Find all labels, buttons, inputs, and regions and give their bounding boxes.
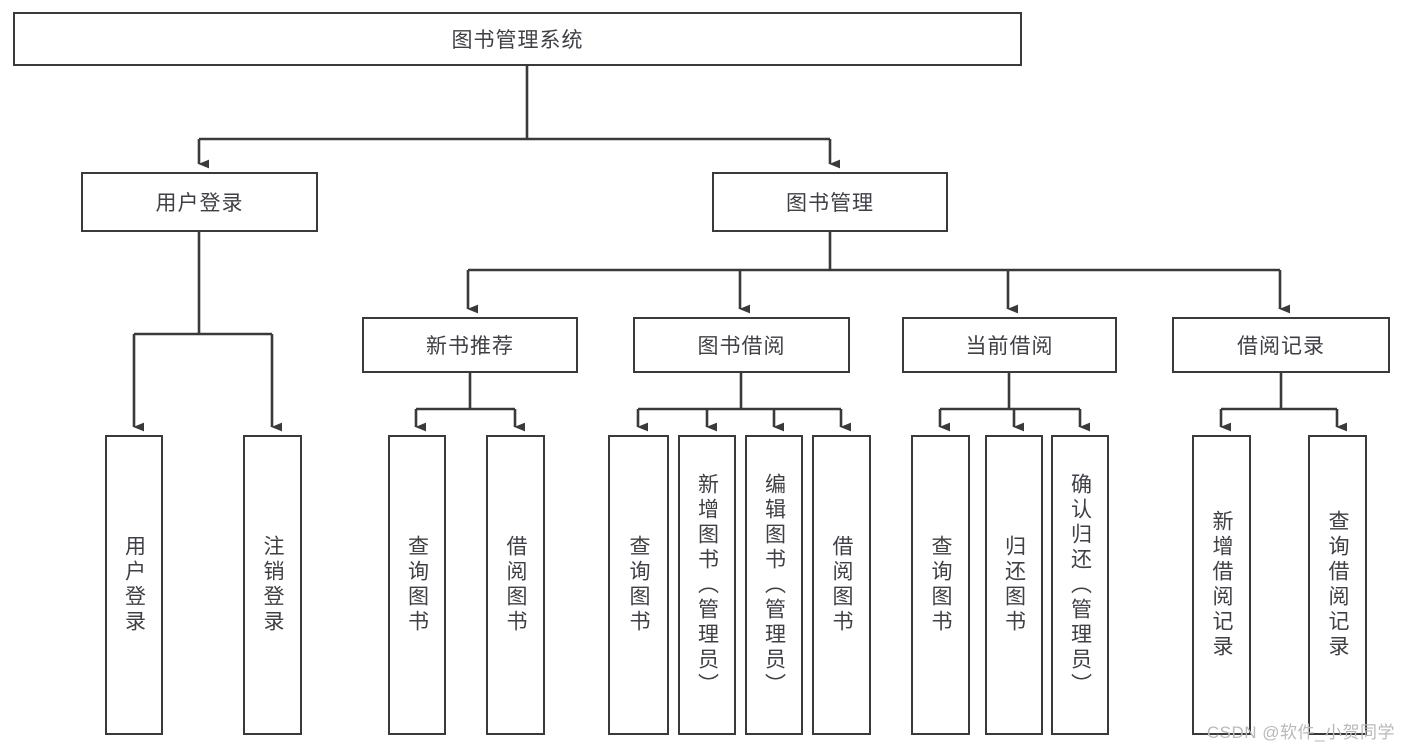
leaf-confirm-return-label: 确认归还（管理员） [1068, 472, 1092, 698]
leaf-user-logout[interactable]: 注销登录 [243, 435, 302, 735]
leaf-add-borrow-record-label: 新增借阅记录 [1210, 510, 1233, 660]
watermark-text: CSDN @软件_小贺同学 [1206, 723, 1395, 742]
node-root-label: 图书管理系统 [451, 29, 584, 52]
node-user-login-label: 用户登录 [155, 192, 244, 215]
node-borrow-record-label: 借阅记录 [1237, 335, 1325, 358]
node-book-borrow[interactable]: 图书借阅 [633, 317, 850, 373]
node-root[interactable]: 图书管理系统 [13, 12, 1022, 66]
leaf-query-borrow-record-label: 查询借阅记录 [1326, 510, 1349, 660]
node-book-manage[interactable]: 图书管理 [712, 172, 948, 232]
leaf-confirm-return[interactable]: 确认归还（管理员） [1051, 435, 1109, 735]
leaf-query-book-borrow-label: 查询图书 [627, 535, 650, 635]
leaf-add-book[interactable]: 新增图书（管理员） [678, 435, 736, 735]
leaf-borrow-book[interactable]: 借阅图书 [812, 435, 871, 735]
leaf-query-borrow-record[interactable]: 查询借阅记录 [1308, 435, 1367, 735]
leaf-edit-book-label: 编辑图书（管理员） [762, 472, 786, 698]
leaf-add-book-label: 新增图书（管理员） [695, 472, 719, 698]
leaf-query-book-recommend-label: 查询图书 [405, 535, 429, 635]
leaf-query-book-borrow[interactable]: 查询图书 [608, 435, 669, 735]
leaf-borrow-book-recommend-label: 借阅图书 [504, 535, 527, 635]
leaf-add-borrow-record[interactable]: 新增借阅记录 [1192, 435, 1251, 735]
leaf-return-book-label: 归还图书 [1002, 535, 1026, 635]
leaf-query-book-recommend[interactable]: 查询图书 [388, 435, 446, 735]
leaf-query-book-current[interactable]: 查询图书 [911, 435, 970, 735]
leaf-user-login[interactable]: 用户登录 [105, 435, 163, 735]
node-new-book-rec-label: 新书推荐 [426, 335, 514, 358]
leaf-edit-book[interactable]: 编辑图书（管理员） [745, 435, 803, 735]
node-current-borrow-label: 当前借阅 [965, 335, 1054, 358]
leaf-borrow-book-recommend[interactable]: 借阅图书 [486, 435, 545, 735]
leaf-return-book[interactable]: 归还图书 [985, 435, 1043, 735]
leaf-borrow-book-label: 借阅图书 [830, 535, 853, 635]
node-current-borrow[interactable]: 当前借阅 [902, 317, 1117, 373]
node-book-manage-label: 图书管理 [786, 192, 874, 215]
node-book-borrow-label: 图书借阅 [697, 335, 786, 358]
leaf-user-login-label: 用户登录 [122, 535, 146, 635]
node-user-login[interactable]: 用户登录 [81, 172, 318, 232]
node-borrow-record[interactable]: 借阅记录 [1172, 317, 1390, 373]
node-new-book-rec[interactable]: 新书推荐 [362, 317, 578, 373]
leaf-query-book-current-label: 查询图书 [929, 535, 952, 635]
leaf-user-logout-label: 注销登录 [261, 535, 284, 635]
